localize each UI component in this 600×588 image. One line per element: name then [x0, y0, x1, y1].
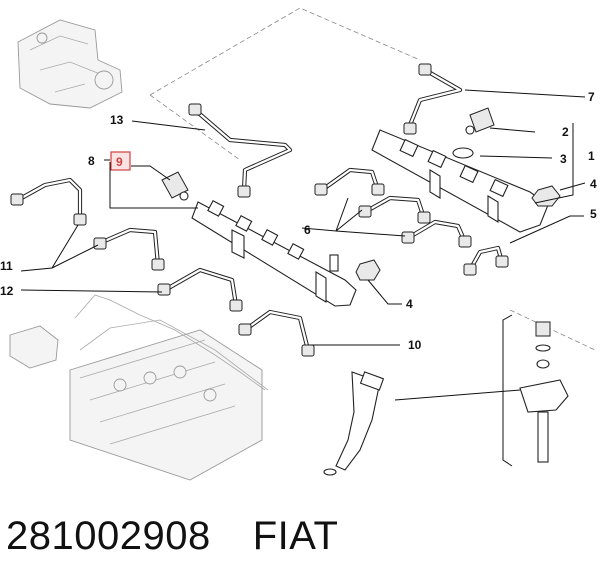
- high-pressure-pipes: [15, 67, 505, 353]
- callout-labels: 1 2 3 4 4 5 6 7 8 9 10 11 12 13: [0, 90, 597, 352]
- nut-upper: [531, 185, 561, 207]
- callout-4-upper: 4: [590, 177, 597, 191]
- engine-thumbnail-top: [17, 19, 123, 109]
- callout-11: 11: [0, 259, 13, 273]
- fuel-rail-upper: [371, 129, 553, 233]
- callout-13: 13: [110, 113, 124, 127]
- callout-4-lower: 4: [406, 297, 413, 311]
- fuel-return-line: [74, 294, 266, 391]
- callout-9: 9: [116, 155, 123, 169]
- callout-10: 10: [408, 338, 422, 352]
- brand-name: FIAT: [252, 514, 339, 558]
- leader-lines: [20, 89, 586, 346]
- perspective-guides: [149, 7, 596, 351]
- part-number: 281002908: [6, 514, 211, 558]
- callout-12: 12: [0, 284, 14, 298]
- fuel-rail-lower: [191, 200, 357, 307]
- callout-8: 8: [88, 154, 95, 168]
- cylinder-head-thumbnail: [9, 319, 269, 481]
- callout-9-highlight-box: [110, 151, 131, 171]
- callout-3: 3: [560, 152, 567, 166]
- nut-lower: [355, 259, 381, 281]
- seal-ring: [452, 147, 474, 159]
- callout-1: 1: [588, 149, 595, 163]
- pressure-sensor-upper: [465, 107, 495, 135]
- pipe-fittings: [10, 63, 509, 357]
- callout-7: 7: [588, 90, 595, 104]
- injector-assembly: [323, 314, 569, 476]
- footer-caption: 281002908 FIAT: [6, 514, 338, 574]
- pressure-sensor-lower: [161, 171, 189, 201]
- callout-5: 5: [590, 207, 597, 221]
- callout-2: 2: [562, 125, 569, 139]
- callout-6: 6: [304, 223, 311, 237]
